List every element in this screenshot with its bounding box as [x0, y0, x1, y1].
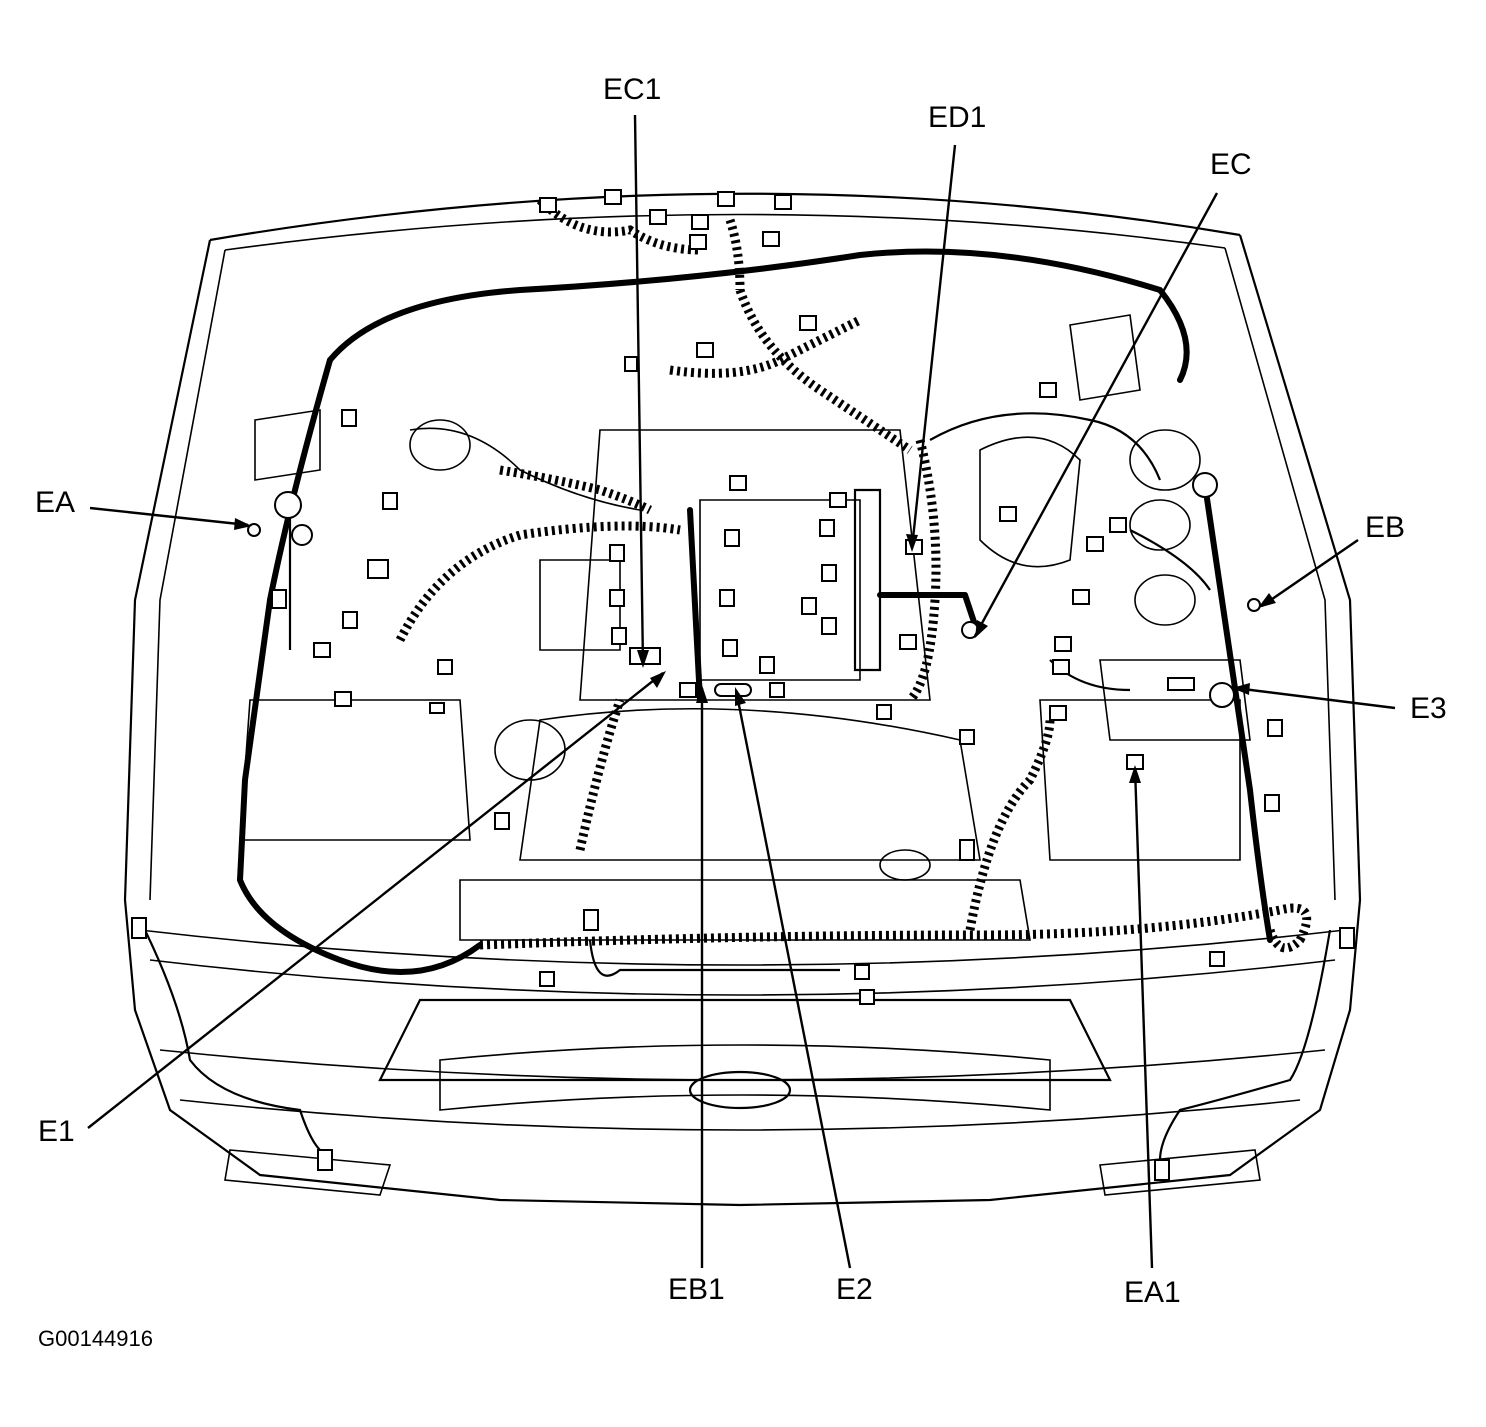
- leader-ec: [973, 192, 1219, 637]
- grommets: [247, 472, 1261, 708]
- leader-lines: [87, 114, 1396, 1269]
- connectors: [131, 189, 1355, 1181]
- arrowhead-ea1: [1129, 765, 1141, 783]
- label-e1: E1: [38, 1115, 75, 1148]
- leader-ea1: [1133, 767, 1154, 1269]
- arrowhead-eb1: [696, 685, 708, 703]
- leader-e1: [87, 672, 664, 1129]
- figure-id: G00144916: [38, 1326, 153, 1351]
- label-e2: E2: [836, 1273, 873, 1306]
- label-eb1: EB1: [668, 1273, 725, 1306]
- leader-ec1: [633, 114, 645, 666]
- arrowhead-e1: [650, 671, 666, 688]
- arrowhead-ea: [234, 518, 252, 530]
- label-ed1: ED1: [928, 101, 987, 134]
- arrowhead-ed1: [906, 534, 918, 552]
- leader-eb: [1261, 539, 1359, 607]
- label-e3: E3: [1410, 692, 1447, 725]
- leader-e2: [734, 689, 852, 1269]
- label-ea: EA: [35, 486, 76, 519]
- label-ec1: EC1: [603, 73, 662, 106]
- arrowhead-e2: [735, 687, 746, 706]
- arrowhead-ec: [975, 620, 988, 638]
- leader-e3: [1234, 686, 1396, 710]
- wiring-harness: [139, 196, 1332, 1161]
- arrowhead-eb: [1258, 593, 1276, 608]
- arrowheads: [234, 518, 1276, 783]
- leader-ed1: [910, 144, 957, 549]
- leader-ea: [89, 506, 249, 527]
- arrowhead-e3: [1232, 683, 1250, 695]
- label-ec: EC: [1210, 148, 1252, 181]
- label-ea1: EA1: [1124, 1276, 1181, 1309]
- arrowhead-ec1: [637, 650, 649, 668]
- label-eb: EB: [1365, 511, 1406, 544]
